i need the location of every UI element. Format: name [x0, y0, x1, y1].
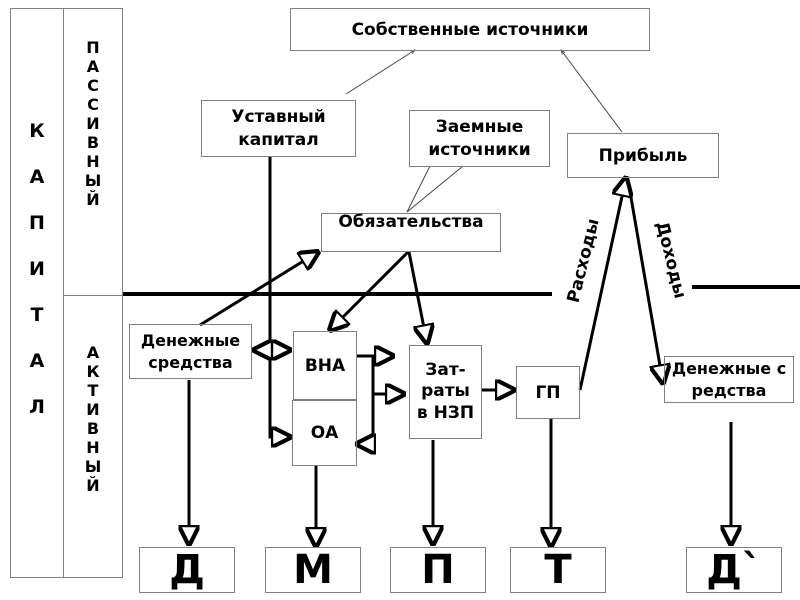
formula-d-label: Д [169, 547, 205, 593]
cash-end-node: Денежные средства [664, 356, 794, 403]
formula-p-label: П [421, 547, 455, 593]
capital-label: К А П И Т А Л [10, 122, 64, 417]
cash-start-node: Денежные средства [129, 324, 252, 379]
finished-goods-node: ГП [516, 366, 580, 419]
arrow-charter-to-oa [268, 157, 290, 437]
wip-costs-label: Зат-раты в НЗП [416, 360, 475, 423]
liabilities-label: Обязательства [338, 212, 484, 232]
passive-letter: С [87, 76, 99, 95]
fixed-assets-node: ВНА [293, 331, 357, 400]
profit-label: Прибыль [598, 145, 688, 166]
active-column [63, 295, 123, 578]
formula-d-prime-label: Д` [706, 547, 762, 593]
capital-letter: И [29, 258, 45, 280]
arrow-oa-to-bus [357, 356, 375, 446]
active-letter: И [86, 400, 100, 419]
active-label: А К Т И В Н Ы Й [63, 345, 123, 494]
wip-costs-node: Зат-раты в НЗП [409, 345, 482, 439]
liabilities-node: Обязательства [321, 212, 501, 252]
arrow-charter-to-own-sources [345, 50, 415, 95]
charter-capital-label: Уставный капитал [231, 107, 326, 150]
passive-letter: И [86, 114, 100, 133]
formula-d: Д [139, 547, 235, 593]
callout-borrowed-to-liabilities [406, 165, 464, 213]
current-assets-node: ОА [292, 400, 357, 466]
passive-letter: П [86, 38, 100, 57]
borrowed-sources-label: Заемные источники [428, 117, 531, 160]
formula-m-label: М [293, 547, 333, 593]
charter-capital-node: Уставный капитал [201, 100, 356, 157]
formula-m: М [265, 547, 361, 593]
finished-goods-label: ГП [535, 382, 561, 403]
passive-letter: С [87, 95, 99, 114]
profit-node: Прибыль [567, 133, 719, 178]
capital-letter: К [29, 120, 45, 142]
passive-letter: В [86, 133, 100, 152]
formula-p: П [390, 547, 486, 593]
active-letter: Т [87, 381, 99, 400]
cash-start-label: Денежные средства [140, 330, 241, 372]
arrow-profit-to-cash-end [626, 179, 663, 383]
formula-t: Т [510, 547, 606, 593]
formula-t-label: Т [544, 547, 572, 593]
passive-label: П А С С И В Н Ы Й [63, 40, 123, 208]
own-sources-node: Собственные источники [290, 8, 650, 51]
arrow-profit-to-own-sources [561, 50, 623, 133]
arrow-liabilities-to-wip [407, 251, 427, 343]
arrow-liabilities-to-vna [330, 250, 410, 330]
arrow-gp-to-profit [578, 178, 626, 391]
current-assets-label: ОА [310, 423, 339, 443]
borrowed-sources-node: Заемные источники [409, 110, 550, 167]
cash-end-label: Денежные средства [671, 358, 787, 400]
arrow-cash-to-liabilities [199, 252, 318, 327]
active-letter: Ы [84, 457, 102, 476]
capital-letter: Л [29, 396, 45, 418]
capital-letter: А [29, 166, 45, 188]
passive-letter: Ы [84, 171, 102, 190]
active-letter: Й [86, 476, 100, 495]
passive-letter: А [86, 57, 100, 76]
own-sources-label: Собственные источники [351, 19, 589, 40]
capital-letter: А [29, 350, 45, 372]
fixed-assets-label: ВНА [304, 355, 346, 376]
capital-letter: Т [30, 304, 44, 326]
active-letter: К [86, 362, 100, 381]
formula-d-prime: Д` [686, 547, 782, 593]
active-letter: Н [86, 438, 100, 457]
passive-letter: Н [86, 152, 100, 171]
active-letter: В [86, 419, 100, 438]
active-letter: А [86, 343, 100, 362]
passive-letter: Й [86, 190, 100, 209]
capital-letter: П [29, 212, 45, 234]
